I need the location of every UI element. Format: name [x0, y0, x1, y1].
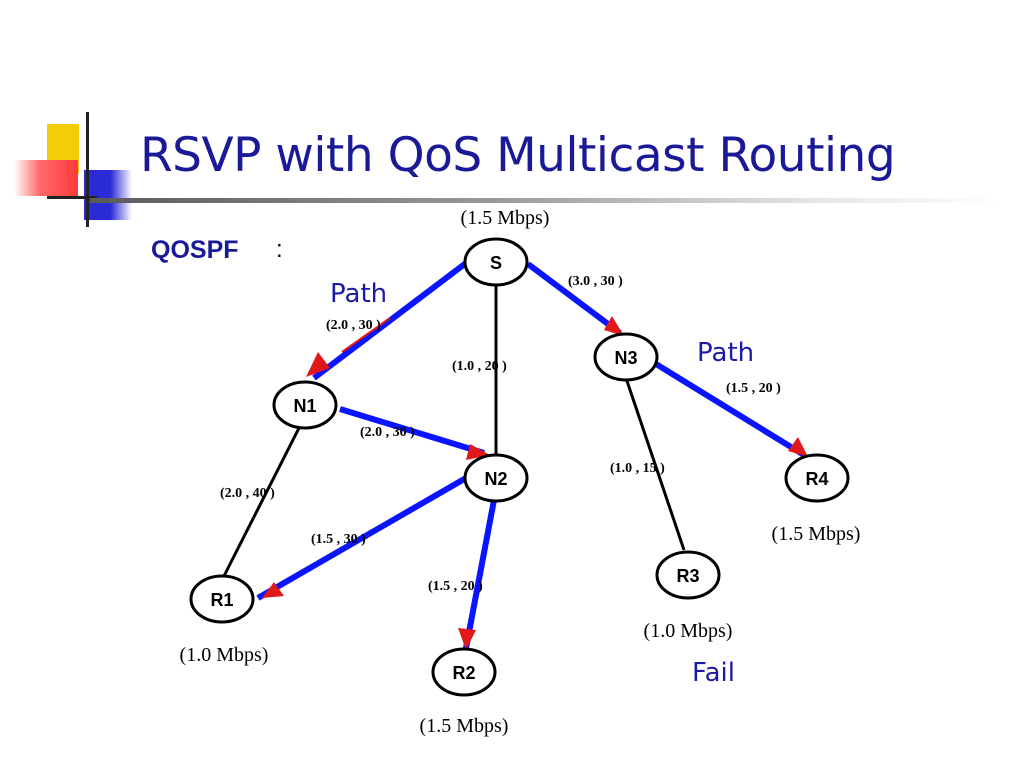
edge-label-n1-n2: (2.0 , 30 ) — [360, 425, 415, 440]
slide-title: RSVP with QoS Multicast Routing — [140, 128, 896, 183]
bw-label-s: (1.5 Mbps) — [461, 207, 550, 229]
svg-text:N3: N3 — [614, 348, 637, 368]
qospf-label: QOSPF — [151, 236, 239, 264]
arrow-to-n1 — [306, 352, 330, 377]
edge-label-n2-r2: (1.5 , 20 ) — [428, 579, 483, 594]
edge-label-s-n1: (2.0 , 30 ) — [326, 318, 381, 333]
edge-s-n1 — [312, 260, 468, 381]
edge-label-n3-r4: (1.5 , 20 ) — [726, 381, 781, 396]
svg-text:R2: R2 — [452, 663, 475, 683]
node-r4: R4 — [784, 453, 850, 503]
edge-n3-r3 — [625, 380, 686, 551]
decor-blue-square — [84, 170, 132, 220]
bw-label-r3: (1.0 Mbps) — [644, 620, 733, 642]
edge-label-n1-r1: (2.0 , 40 ) — [220, 486, 275, 501]
node-n2: N2 — [463, 453, 529, 503]
decor-horizontal-line — [47, 196, 97, 199]
arrow-s-n1-stroke — [341, 317, 391, 353]
node-r1: R1 — [189, 574, 255, 624]
svg-text:N2: N2 — [484, 469, 507, 489]
edge-label-n3-r3: (1.0 , 15 ) — [610, 461, 665, 476]
svg-text:R1: R1 — [210, 590, 233, 610]
svg-text:R4: R4 — [805, 469, 828, 489]
bw-label-r4: (1.5 Mbps) — [772, 523, 861, 545]
edge-label-n2-r1: (1.5 , 30 ) — [311, 532, 366, 547]
node-r2: R2 — [431, 647, 497, 697]
svg-text:R3: R3 — [676, 566, 699, 586]
qospf-colon: : — [276, 236, 283, 263]
decor-red-bar — [14, 160, 78, 196]
edge-n2-r1 — [256, 475, 468, 601]
node-n1: N1 — [272, 380, 338, 430]
edge-n1-n2 — [339, 406, 485, 456]
title-rule — [90, 198, 1000, 203]
path-label-left: Path — [330, 279, 387, 309]
edge-s-n3 — [526, 261, 622, 336]
edge-n2-r2 — [463, 499, 497, 649]
svg-text:S: S — [490, 253, 502, 273]
bw-label-r2: (1.5 Mbps) — [420, 715, 509, 737]
fail-label: Fail — [692, 658, 735, 688]
bw-label-r1: (1.0 Mbps) — [180, 644, 269, 666]
path-label-right: Path — [697, 338, 754, 368]
edge-n3-r4 — [654, 361, 806, 458]
node-n3: N3 — [593, 332, 659, 382]
node-r3: R3 — [655, 550, 721, 600]
arrow-to-r2 — [458, 628, 476, 650]
arrow-to-r4 — [788, 437, 808, 457]
node-s: S — [463, 237, 529, 287]
svg-text:N1: N1 — [293, 396, 316, 416]
arrow-to-r1 — [262, 582, 284, 598]
edge-label-s-n2: (1.0 , 20 ) — [452, 359, 507, 374]
edge-n1-r1 — [221, 427, 301, 579]
arrow-to-n3 — [604, 316, 624, 336]
decor-vertical-line — [86, 112, 89, 227]
edge-label-s-n3: (3.0 , 30 ) — [568, 274, 623, 289]
